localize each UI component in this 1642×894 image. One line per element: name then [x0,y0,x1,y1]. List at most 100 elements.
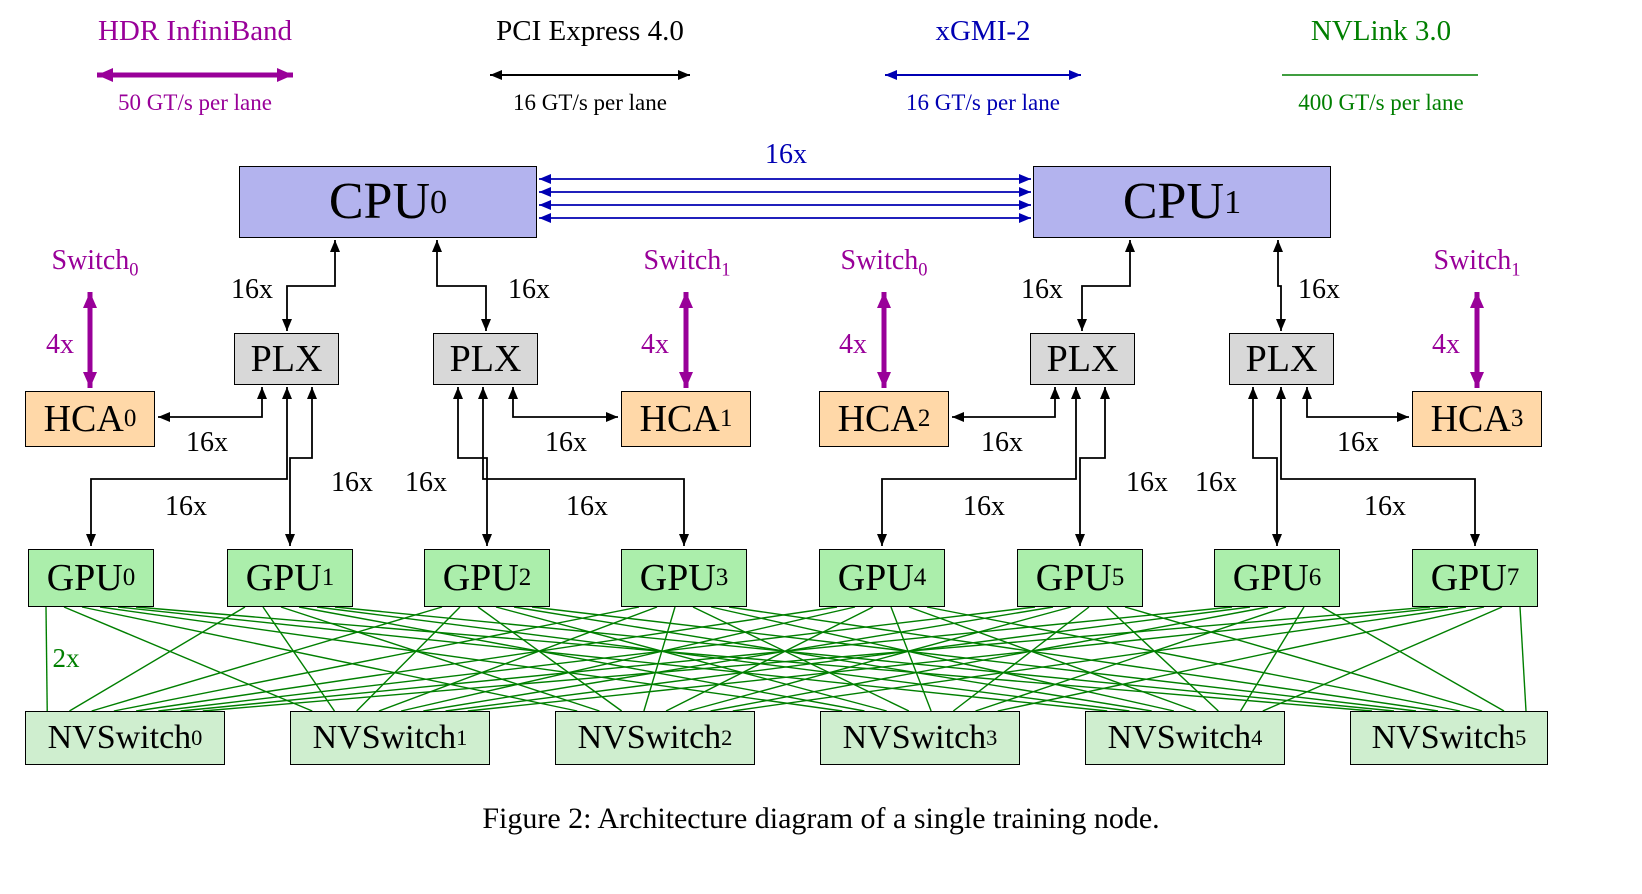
gpu-label-subscript: 1 [321,564,335,592]
ib-switch-label-subscript: 0 [918,259,928,280]
nvswitch-label-subscript: 5 [1515,724,1527,750]
plx-1-box: PLX [433,333,538,385]
ib-switch-1-label: Switch1 [1433,245,1520,279]
nvlink-edge-gpu2-nvswitch2 [477,606,623,712]
pcie-edge-plx2-hca2 [952,387,1060,422]
nvswitch-label: NVSwitch [842,719,987,756]
nvlink-edge-gpu6-nvswitch5 [1321,606,1505,712]
hca-label-subscript: 0 [123,405,137,433]
gpu-label-subscript: 7 [1506,564,1520,592]
pcie-lane-count-label: 16x [545,427,587,458]
legend-title-pcie: PCI Express 4.0 [496,15,684,47]
nvlink-edge-gpu2-nvswitch1 [356,606,461,712]
nvlink-edge-gpu6-nvswitch4 [1239,606,1305,712]
gpu-label-subscript: 0 [122,564,136,592]
nvlink-edge-gpu3-nvswitch1 [378,606,658,712]
pcie-edge-plx1-gpu3 [478,387,689,546]
nvlink-edge-gpu6-nvswitch1 [445,606,1251,712]
gpu-label: GPU [245,557,322,599]
nvlink-edge-gpu5-nvswitch2 [688,606,1072,712]
gpu-label: GPU [1232,557,1309,599]
figure-caption: Figure 2: Architecture diagram of a sing… [482,802,1160,835]
pcie-edge-plx3-hca3 [1302,387,1409,422]
pcie-lane-count-label: 16x [1337,427,1379,458]
nvswitch-label: NVSwitch [577,719,722,756]
nvlink-edge-gpu5-nvswitch0 [158,606,1036,712]
ib-switch-1-label: Switch1 [643,245,731,280]
gpu-label-subscript: 6 [1308,564,1322,592]
infiniband-lane-count-label: 4x [641,329,669,360]
legend-subtitle-pcie: 16 GT/s per lane [513,90,667,115]
nvlink-edge-gpu1-nvswitch3 [298,606,865,712]
pcie-edge-cpu1-plx3 [1273,240,1286,331]
ib-switch-0-label: Switch0 [51,245,139,280]
hca-label: HCA [639,398,720,440]
nvlink-edge-gpu5-nvswitch3 [952,606,1090,712]
pcie-lane-count-label: 16x [1021,274,1063,305]
nvlink-edge-gpu5-nvswitch5 [1124,606,1483,712]
cpu-label: CPU [328,173,430,230]
pcie-lane-count-label: 16x [186,427,228,458]
pcie-edge-cpu0-plx1 [432,240,491,331]
nvlink-edge-gpu2-nvswitch0 [91,606,443,712]
nvlink-edge-gpu4-nvswitch4 [908,606,1197,712]
nvlink-edge-gpu1-nvswitch2 [280,606,600,712]
nvlink-edge-gpu3-nvswitch5 [728,606,1439,712]
ib-switch-label-text: Switch [840,245,919,276]
ib-switch-label-subscript: 1 [721,259,731,280]
cpu-label: CPU [1122,173,1224,230]
nvlink-edge-gpu7-nvswitch1 [467,606,1449,712]
nvlink-edge-gpu7-nvswitch2 [732,606,1467,712]
pcie-edge-plx1-hca1 [508,387,618,422]
plx-label: PLX [449,338,522,380]
nvlink-edge-gpu3-nvswitch4 [710,606,1175,712]
cpu-label-subscript: 1 [1224,182,1242,221]
ib-switch-label-text: Switch [51,245,130,276]
plx-2-box: PLX [1030,333,1135,385]
nvlink-edge-gpu1-nvswitch4 [316,606,1130,712]
nvlink-edge-gpu6-nvswitch2 [710,606,1269,712]
hca-label: HCA [1430,398,1511,440]
gpu-label-subscript: 4 [913,564,927,592]
nvlink-edge-gpu5-nvswitch4 [1106,606,1219,712]
pcie-lane-count-label: 16x [231,274,273,305]
nvswitch-label-subscript: 2 [721,724,733,750]
hca-label-subscript: 3 [1510,405,1524,433]
legend-title-nvlink: NVLink 3.0 [1310,15,1452,47]
plx-label: PLX [1245,338,1318,380]
infiniband-lane-count-label: 4x [46,329,74,360]
plx-label: PLX [250,338,323,380]
infiniband-lane-count-label: 4x [839,329,867,360]
gpu-label-subscript: 5 [1111,564,1125,592]
ib-switch-label-text: Switch [643,245,722,276]
gpu-label-subscript: 3 [715,564,729,592]
pcie-edge-plx2-gpu5 [1075,387,1110,546]
pcie-edge-plx0-gpu1 [285,387,317,546]
legend-title-xgmi: xGMI-2 [935,15,1031,47]
pcie-edge-plx0-hca0 [158,387,267,422]
nvswitch-label-subscript: 4 [1251,724,1263,750]
ib-switch-label-subscript: 0 [129,259,139,280]
nvlink-edge-gpu0-nvswitch4 [117,606,1108,712]
gpu-label-subscript: 2 [518,564,532,592]
nvlink-edge-gpu2-nvswitch3 [495,606,887,712]
legend-subtitle-xgmi: 16 GT/s per lane [906,90,1060,115]
nvlink-edge-gpu4-nvswitch1 [400,606,856,712]
